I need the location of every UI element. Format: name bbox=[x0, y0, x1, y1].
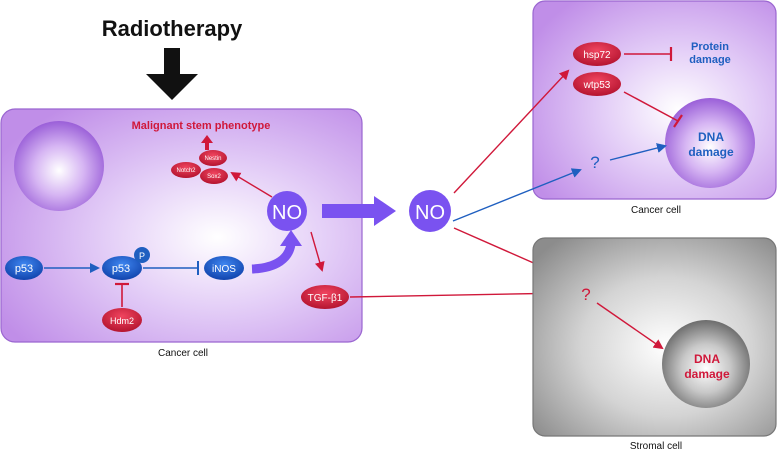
no-node-intracellular bbox=[267, 191, 307, 231]
inos-to-no-arrowhead bbox=[280, 230, 302, 246]
stromal-cell-nucleus bbox=[662, 320, 750, 408]
stromal-unknown-to-dna-arrow bbox=[596, 302, 664, 350]
right-dna-damage-line1: DNA bbox=[698, 130, 724, 144]
no-label-intracellular: NO bbox=[272, 202, 302, 224]
inos-to-no-curve bbox=[251, 242, 296, 274]
phospho-p53-label: p53 bbox=[112, 263, 130, 275]
notch2-node bbox=[171, 162, 201, 178]
hsp72-label: hsp72 bbox=[583, 50, 611, 61]
wtp53-inhibition-line bbox=[623, 91, 679, 122]
p53-node bbox=[5, 256, 43, 280]
inos-node bbox=[204, 256, 244, 280]
right-unknown-mediator: ? bbox=[590, 153, 599, 172]
stromal-cell-caption: Stromal cell bbox=[630, 441, 682, 452]
no-to-markers-arrow bbox=[230, 171, 273, 198]
notch2-label: Notch2 bbox=[176, 168, 196, 174]
radiotherapy-label: Radiotherapy bbox=[102, 16, 243, 41]
stem-marker-cluster: Nestin Notch2 Sox2 bbox=[171, 150, 228, 184]
wtp53-node bbox=[573, 72, 621, 96]
protein-damage-line1: Protein bbox=[691, 41, 729, 53]
stromal-unknown-mediator: ? bbox=[581, 285, 590, 304]
p53-label: p53 bbox=[15, 263, 33, 275]
phosphate-label: P bbox=[139, 251, 145, 261]
left-cell-caption: Cancer cell bbox=[158, 348, 208, 359]
right-cell-caption: Cancer cell bbox=[631, 205, 681, 216]
no-label-extracellular: NO bbox=[415, 202, 445, 224]
sox2-label: Sox2 bbox=[207, 174, 221, 180]
inos-label: iNOS bbox=[212, 264, 236, 275]
right-cell-nucleus bbox=[665, 98, 755, 188]
stromal-dna-damage-line1: DNA bbox=[694, 352, 720, 366]
tgf-beta1-node bbox=[301, 285, 349, 309]
tgf-to-stromal-arrow bbox=[349, 288, 570, 299]
stromal-dna-damage-line2: damage bbox=[684, 367, 730, 381]
nestin-node bbox=[199, 150, 227, 166]
radiotherapy-arrow bbox=[146, 48, 198, 100]
no-to-tgf-arrow bbox=[310, 231, 325, 272]
tgf-beta1-label: TGF-β1 bbox=[308, 293, 343, 304]
left-cell-nucleus bbox=[14, 121, 104, 211]
no-node-extracellular bbox=[409, 190, 451, 232]
phospho-p53-node bbox=[102, 256, 142, 280]
hsp72-node bbox=[573, 42, 621, 66]
hdm2-node bbox=[102, 308, 142, 332]
right-dna-damage-line2: damage bbox=[688, 145, 734, 159]
phenotype-arrow bbox=[201, 135, 213, 150]
unknown-to-dna-arrow bbox=[609, 143, 667, 161]
no-to-hsp72-arrow bbox=[453, 69, 570, 194]
phosphate-badge bbox=[134, 247, 150, 263]
wtp53-inhibition-bar bbox=[673, 114, 683, 128]
no-efflux-arrow bbox=[322, 196, 396, 226]
nestin-label: Nestin bbox=[204, 156, 221, 162]
wtp53-label: wtp53 bbox=[583, 80, 611, 91]
malignant-stem-phenotype-label: Malignant stem phenotype bbox=[132, 120, 271, 132]
hdm2-label: Hdm2 bbox=[110, 316, 134, 326]
protein-damage-line2: damage bbox=[689, 54, 731, 66]
sox2-node bbox=[200, 168, 228, 184]
no-to-unknown-arrow bbox=[452, 168, 582, 222]
